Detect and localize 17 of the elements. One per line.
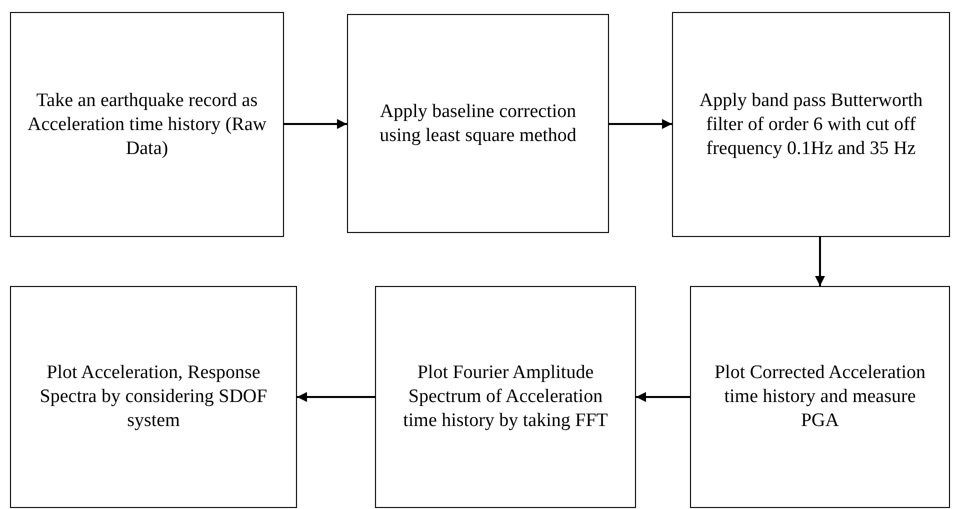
- step-text: Plot Corrected Acceleration time history and measure PGA: [713, 361, 927, 433]
- process-box: [347, 14, 609, 233]
- arrow: [284, 119, 347, 129]
- process-box: [672, 12, 950, 237]
- arrow: [815, 237, 825, 286]
- step-text: Plot Acceleration, Response Spectra by considering SDOF system: [38, 361, 268, 433]
- arrow: [636, 392, 690, 402]
- process-box: [10, 286, 297, 508]
- step-text: Plot Fourier Amplitude Spectrum of Acceleration time history by taking FFT: [402, 361, 609, 433]
- arrow: [297, 392, 375, 402]
- step-text: Take an earthquake record as Acceleration time history (Raw Data): [26, 88, 268, 160]
- arrow: [609, 119, 672, 129]
- step-text: Apply band pass Butterworth filter of order 6 with cut off frequency 0.1Hz and 35 Hz: [698, 88, 924, 160]
- process-box: [375, 286, 636, 508]
- step-text: Apply baseline correction using least square method: [378, 100, 578, 148]
- process-box: [10, 12, 284, 237]
- process-box: [690, 286, 950, 508]
